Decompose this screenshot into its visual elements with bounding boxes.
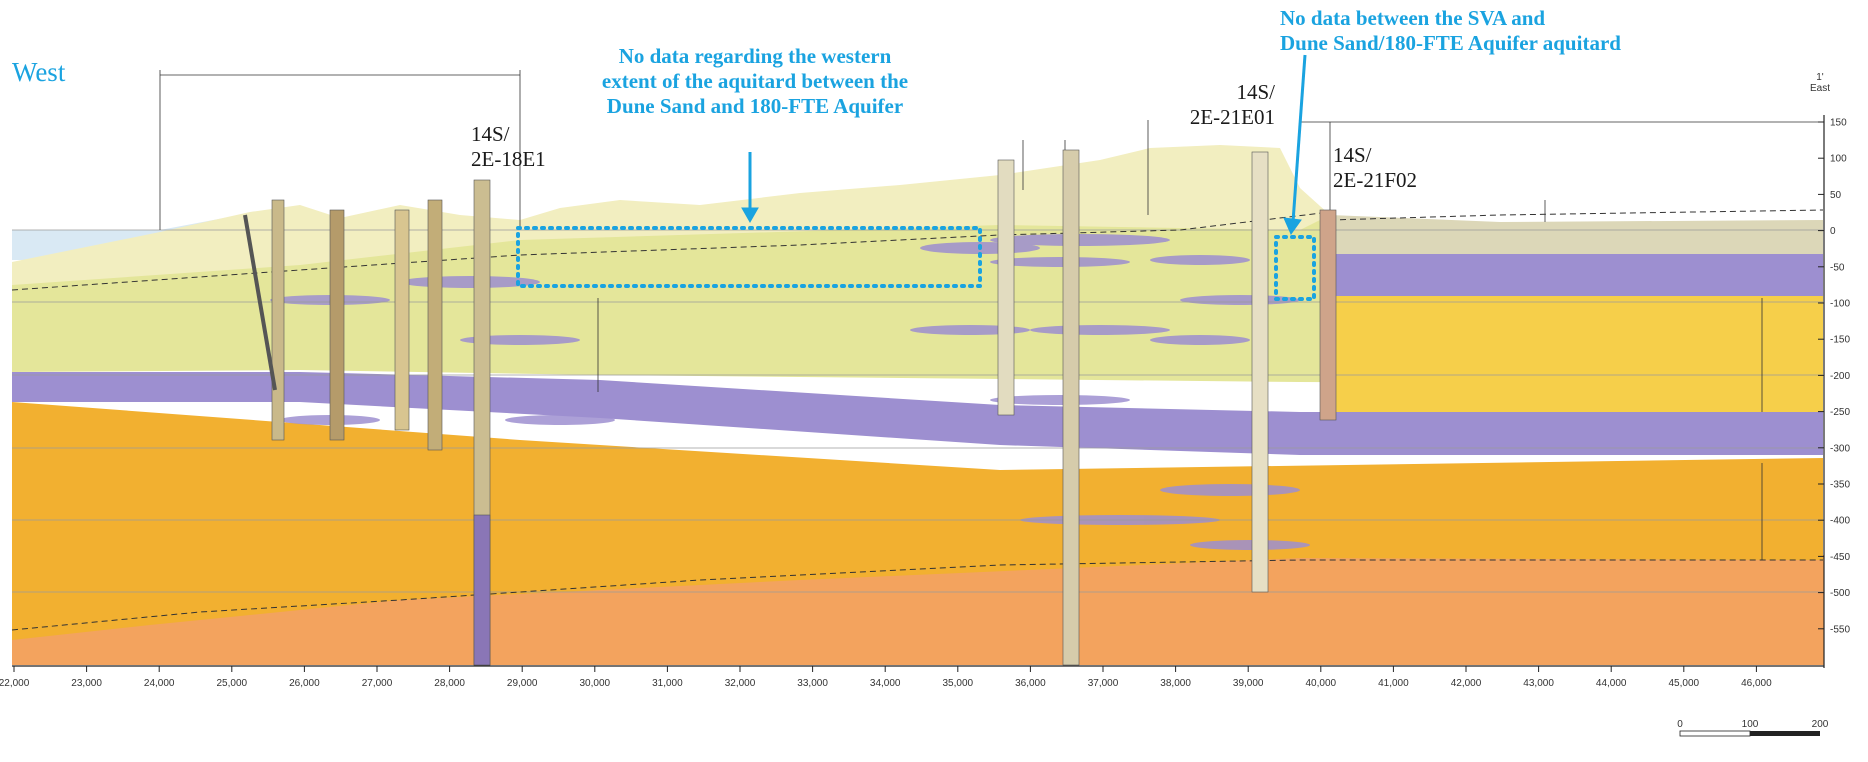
elevation-tick-label: -550 <box>1830 624 1850 635</box>
distance-tick-label: 40,000 <box>1306 678 1337 689</box>
east-text: East <box>1809 83 1830 94</box>
distance-tick-label: 27,000 <box>362 678 393 689</box>
elevation-tick-label: -150 <box>1830 335 1850 346</box>
well-label-line: 2E-21E01 <box>1189 105 1275 129</box>
alluvium-unit <box>1330 215 1823 254</box>
distance-tick-label: 26,000 <box>289 678 320 689</box>
elevation-tick-label: 0 <box>1830 226 1836 237</box>
elevation-tick-label: -450 <box>1830 552 1850 563</box>
salinas-valley-aquitard <box>1330 254 1823 296</box>
extent-markers <box>159 70 1823 230</box>
scale-label: 200 <box>1812 719 1829 730</box>
distance-tick-label: 38,000 <box>1160 678 1191 689</box>
well-label-21f02: 14S/ 2E-21F02 <box>1333 143 1417 193</box>
elevation-tick-label: -200 <box>1830 371 1850 382</box>
callout-line: No data between the SVA and <box>1280 6 1546 30</box>
well-label-line: 14S/ <box>1333 143 1372 167</box>
well-label-line: 2E-21F02 <box>1333 168 1417 192</box>
distance-tick-label: 30,000 <box>580 678 611 689</box>
distance-tick-label: 41,000 <box>1378 678 1409 689</box>
distance-axis: 22,000 23,000 24,000 25,000 26,000 27,000 28,0… <box>0 665 1824 689</box>
no-data-box-western <box>516 226 982 288</box>
well-label-line: 2E-18E1 <box>471 147 546 171</box>
distance-tick-label: 33,000 <box>797 678 828 689</box>
distance-tick-label: 43,000 <box>1523 678 1554 689</box>
elevation-tick-label: -250 <box>1830 407 1850 418</box>
elevation-gridlines <box>12 229 1823 593</box>
elevation-tick-label: 50 <box>1830 190 1842 201</box>
dashed-contacts <box>11 209 1824 631</box>
distance-tick-label: 24,000 <box>144 678 175 689</box>
elevation-tick-label: -400 <box>1830 516 1850 527</box>
well-logs <box>243 149 1337 666</box>
regional-aquitard-band <box>12 372 1823 455</box>
elevation-tick-label: -350 <box>1830 480 1850 491</box>
well-label-18e1: 14S/ 2E-18E1 <box>471 122 546 172</box>
distance-tick-label: 31,000 <box>652 678 683 689</box>
elevation-tick-label: -100 <box>1830 299 1850 310</box>
west-direction-label: West <box>12 57 66 87</box>
distance-tick-label: 46,000 <box>1741 678 1772 689</box>
distance-tick-label: 25,000 <box>217 678 248 689</box>
elevation-tick-label: -300 <box>1830 443 1850 454</box>
well-label-line: 14S/ <box>471 122 510 146</box>
distance-tick-label: 22,000 <box>0 678 30 689</box>
vertical-scale-bar: 0 100 200 <box>1677 719 1829 737</box>
distance-tick-label: 42,000 <box>1451 678 1482 689</box>
aromas-sand-unit <box>12 402 1823 640</box>
callout-line: Dune Sand and 180-FTE Aquifer <box>606 94 904 118</box>
callout-line: extent of the aquitard between the <box>601 69 909 93</box>
elevation-tick-label: -50 <box>1830 262 1845 273</box>
callout-arrows <box>741 54 1307 236</box>
elevation-tick-label: 100 <box>1830 154 1847 165</box>
scale-label: 100 <box>1742 719 1759 730</box>
distance-tick-label: 39,000 <box>1233 678 1264 689</box>
distance-tick-label: 23,000 <box>71 678 102 689</box>
elevation-axis: 150 100 50 0 -50 -100 -150 -200 -250 -300 -350 -400… <box>1818 115 1850 668</box>
distance-tick-label: 32,000 <box>725 678 756 689</box>
elevation-tick-label: -500 <box>1830 588 1850 599</box>
distance-tick-label: 28,000 <box>434 678 465 689</box>
distance-tick-label: 34,000 <box>870 678 901 689</box>
distance-tick-label: 45,000 <box>1669 678 1700 689</box>
callout-western-extent: No data regarding the western extent of … <box>520 44 990 119</box>
callout-sva-gap: No data between the SVA and Dune Sand/18… <box>1280 6 1750 56</box>
distance-tick-label: 44,000 <box>1596 678 1627 689</box>
no-data-box-sva <box>1274 235 1316 301</box>
distance-tick-label: 35,000 <box>943 678 974 689</box>
callout-line: No data regarding the western <box>618 44 892 68</box>
east-prime-mark: 1' <box>1816 72 1824 83</box>
elevation-tick-label: 150 <box>1830 118 1847 129</box>
distance-tick-label: 29,000 <box>507 678 538 689</box>
distance-tick-label: 37,000 <box>1088 678 1119 689</box>
valley-fill-aquifer <box>1330 295 1823 415</box>
scale-label: 0 <box>1677 719 1683 730</box>
thickness-arrows <box>597 298 1763 560</box>
distance-tick-label: 36,000 <box>1015 678 1046 689</box>
well-label-21e01: 14S/ 2E-21E01 <box>1165 80 1275 130</box>
well-label-line: 14S/ <box>1236 80 1275 104</box>
east-direction-label: 1' East <box>1800 72 1840 94</box>
callout-line: Dune Sand/180-FTE Aquifer aquitard <box>1280 31 1621 55</box>
